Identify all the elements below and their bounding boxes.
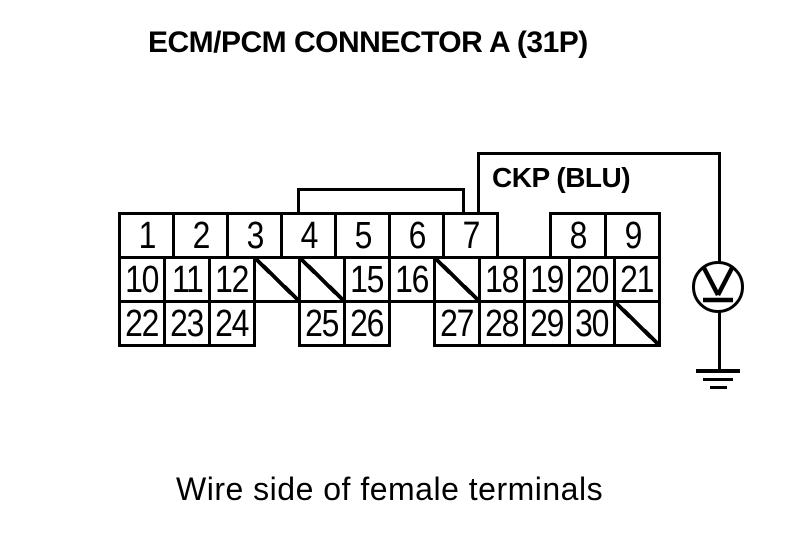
pin-cell-4: 4 bbox=[280, 212, 337, 259]
pin-cell-30: 30 bbox=[568, 300, 616, 347]
pin-cell-8: 8 bbox=[549, 212, 607, 259]
pin-cell-2: 2 bbox=[172, 212, 229, 259]
pin-cell-22: 22 bbox=[118, 300, 166, 347]
no-pin-cell bbox=[298, 256, 346, 303]
caption: Wire side of female terminals bbox=[176, 471, 604, 507]
pin-cell-16: 16 bbox=[388, 256, 436, 303]
pin-cell-19: 19 bbox=[523, 256, 571, 303]
pin-cell-3: 3 bbox=[226, 212, 283, 259]
pin-cell-29: 29 bbox=[523, 300, 571, 347]
pin-cell-10: 10 bbox=[118, 256, 166, 303]
pin-cell-6: 6 bbox=[388, 212, 445, 259]
wire-segment-horizontal-top bbox=[477, 152, 721, 155]
wire-segment-vertical-pin7 bbox=[477, 152, 480, 215]
ground-bar-3 bbox=[710, 386, 727, 389]
pin-cell-28: 28 bbox=[478, 300, 526, 347]
pin-cell-20: 20 bbox=[568, 256, 616, 303]
diagram-title: ECM/PCM CONNECTOR A (31P) bbox=[148, 26, 588, 59]
pin-cell-21: 21 bbox=[613, 256, 661, 303]
pin-cell-15: 15 bbox=[343, 256, 391, 303]
pin-cell-9: 9 bbox=[604, 212, 661, 259]
pin-cell-12: 12 bbox=[208, 256, 256, 303]
pin-cell-23: 23 bbox=[163, 300, 211, 347]
pin-cell-27: 27 bbox=[433, 300, 481, 347]
pin-cell-26: 26 bbox=[343, 300, 391, 347]
no-pin-cell bbox=[433, 256, 481, 303]
connector-key-tab bbox=[297, 188, 465, 215]
pin-cell-25: 25 bbox=[298, 300, 346, 347]
no-pin-cell bbox=[613, 300, 661, 347]
wire-label: CKP (BLU) bbox=[492, 162, 631, 193]
ground-bar-1 bbox=[696, 369, 740, 373]
wire-segment-vertical-right bbox=[718, 152, 721, 263]
no-pin-cell bbox=[253, 256, 301, 303]
voltmeter-probe bbox=[692, 261, 744, 313]
voltmeter-icon bbox=[702, 266, 734, 303]
ground-icon bbox=[692, 369, 744, 393]
wire-segment-to-ground bbox=[718, 311, 721, 371]
pin-cell-5: 5 bbox=[334, 212, 391, 259]
pin-cell-11: 11 bbox=[163, 256, 211, 303]
pin-cell-1: 1 bbox=[118, 212, 175, 259]
pin-cell-7: 7 bbox=[442, 212, 499, 259]
pin-cell-24: 24 bbox=[208, 300, 256, 347]
pin-cell-18: 18 bbox=[478, 256, 526, 303]
ground-bar-2 bbox=[703, 378, 733, 381]
